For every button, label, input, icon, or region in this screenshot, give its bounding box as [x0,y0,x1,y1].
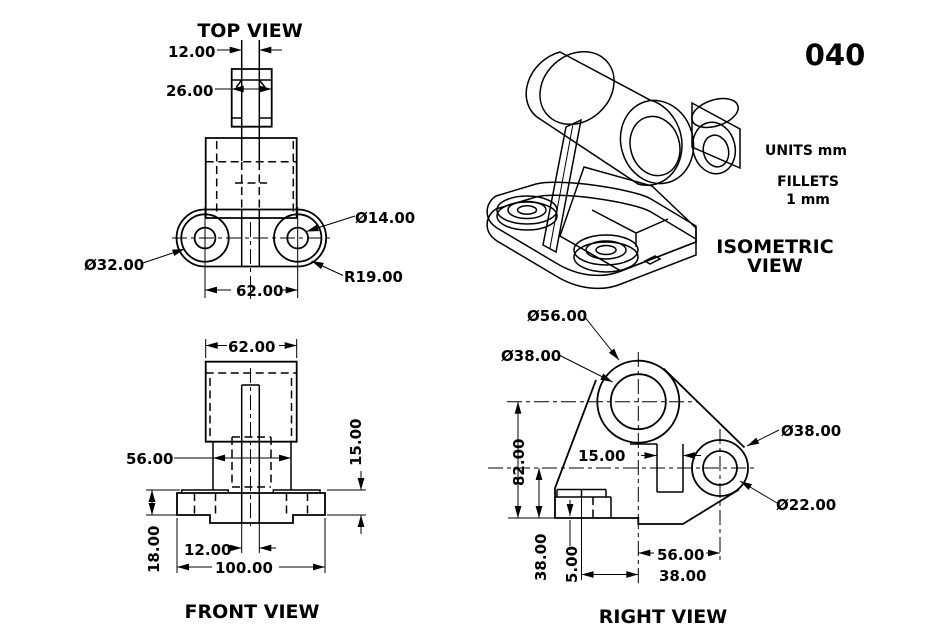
top-view-label: TOP VIEW [197,20,302,42]
iso-cylinder-bore [629,115,681,177]
front-dim-base-width: 100.00 [215,559,273,577]
iso-cylinder-face [619,99,695,185]
iso-cylinder-body [525,51,683,186]
isometric-label-line2: VIEW [747,255,803,277]
iso-cylinder-back-cap [539,50,615,126]
top-view: TOP VIEW 12.00 26.00 62.00 Ø14.00 Ø32.00… [84,20,415,300]
front-dim-slot-width: 12.00 [184,541,231,559]
right-dim-small-bore-dia: Ø22.00 [776,496,836,514]
front-dim-mid-width: 56.00 [126,450,173,468]
right-dim-height: 82.00 [510,439,528,486]
right-dim-notch: 15.00 [578,447,625,465]
iso-small-cylinder-bore [702,134,730,168]
front-dim-block-width: 62.00 [228,338,275,356]
iso-front-boss [573,234,639,266]
front-block-outline [204,360,298,443]
front-dim-base-right: 15.00 [347,419,365,466]
fillets-note-line2: 1 mm [786,192,830,208]
top-dim-boss-dia: Ø32.00 [84,256,144,274]
sheet-notes: 040 UNITS mm FILLETS 1 mm ISOMETRIC VIEW [716,38,865,277]
right-outline-tangent [662,367,746,449]
isometric-label-line1: ISOMETRIC [716,236,833,258]
iso-rib [542,118,583,254]
top-small-block [230,68,273,128]
right-dim-small-center-height: 38.00 [532,534,550,581]
right-dim-center-offset: 56.00 [657,546,704,564]
right-dim-bore-dia: Ø38.00 [501,347,561,365]
iso-base-side [486,194,697,290]
top-block-outline [204,137,298,219]
right-centerlines [488,352,754,583]
right-dim-pad-height: 5.00 [563,546,581,583]
right-dim-boss-dia: Ø56.00 [527,307,587,325]
right-dim-pad-offset: 38.00 [659,567,706,585]
right-dim-small-boss-dia: Ø38.00 [781,422,841,440]
front-base-outline [176,492,326,524]
isometric-view [486,50,741,290]
sheet-number: 040 [805,38,866,72]
top-dim-hole-dia: Ø14.00 [355,209,415,227]
top-hidden-lines [205,141,297,216]
top-dim-hole-spacing: 62.00 [236,282,283,300]
top-dim-slot-width: 12.00 [168,43,215,61]
front-view: FRONT VIEW 62.00 56.00 15.00 18.00 12.00… [126,338,366,623]
iso-base-notch [643,255,662,265]
front-view-label: FRONT VIEW [185,601,320,623]
front-hidden-lines [193,372,309,515]
fillets-note-line1: FILLETS [777,174,839,190]
front-dim-base-left: 18.00 [145,526,163,573]
units-note: UNITS mm [765,143,847,159]
iso-gusset [559,166,697,272]
iso-base-top [486,181,697,277]
iso-front-boss-hole [595,244,617,256]
top-centerlines [172,222,330,300]
top-dim-end-radius: R19.00 [344,268,403,286]
top-dim-block-width: 26.00 [166,82,213,100]
iso-left-boss-hole [516,205,538,215]
right-view: RIGHT VIEW Ø56.00 Ø38.00 Ø38.00 Ø22.00 1… [488,307,841,628]
right-view-label: RIGHT VIEW [599,606,728,628]
